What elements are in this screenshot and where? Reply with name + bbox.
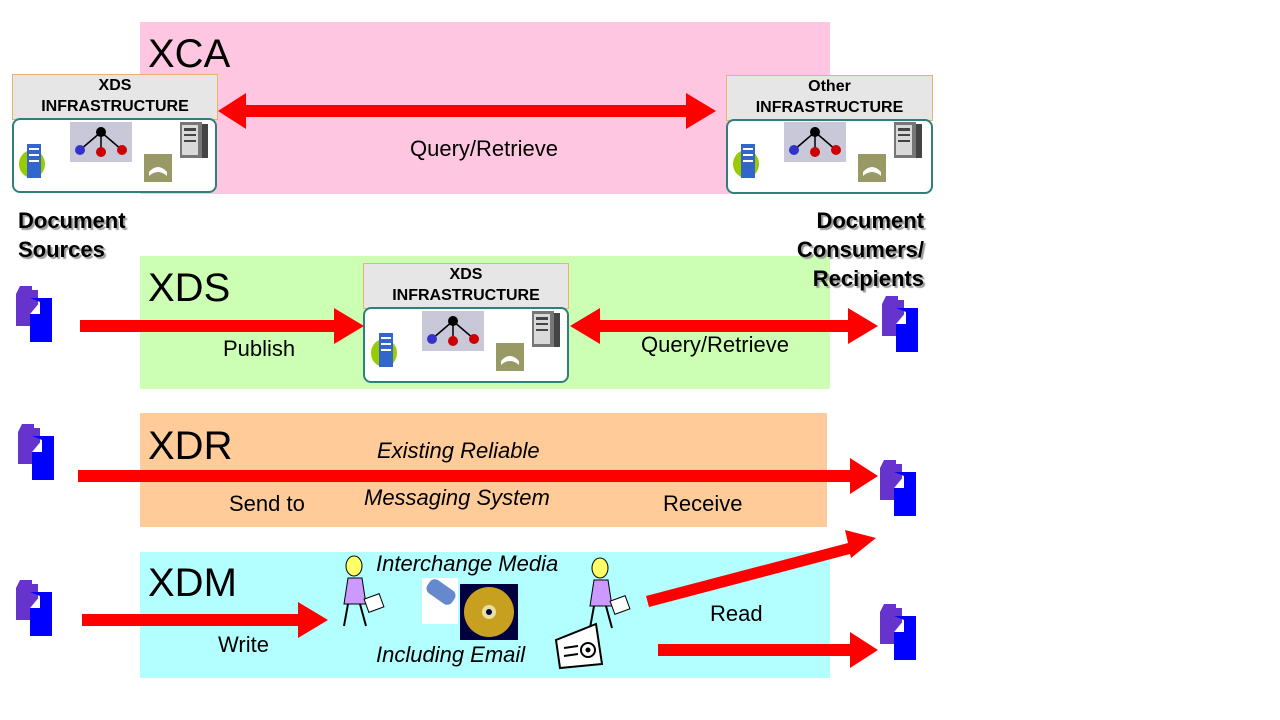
xca-left-infra-icons [19, 122, 208, 182]
xdm-title: XDM [148, 561, 237, 605]
consumers-line3: Recipients [812, 266, 924, 291]
sources-line2: Sources [18, 237, 105, 262]
xdr-receive-label: Receive [663, 491, 743, 516]
infrastructure-line2: INFRASTRUCTURE [41, 98, 189, 115]
xca-left-infrastructure: XDS INFRASTRUCTURE [12, 74, 218, 194]
email-icon [554, 622, 604, 670]
xdr-title: XDR [148, 424, 233, 468]
xdm-interchange-media-label: Interchange Media [376, 551, 559, 576]
source-document-icon [16, 286, 52, 342]
infrastructure-header: XDS INFRASTRUCTURE [12, 74, 218, 120]
xds-publish-label: Publish [223, 336, 296, 361]
source-document-icon [16, 580, 52, 636]
consumer-document-icon [880, 460, 916, 516]
infrastructure-line2: INFRASTRUCTURE [392, 287, 540, 304]
cd-disc-icon [460, 584, 518, 640]
document-consumers-heading: Document Consumers/ Recipients [786, 206, 924, 293]
document-sources-heading: Document Sources [18, 206, 126, 264]
xdm-write-label: Write [218, 632, 269, 657]
xds-title: XDS [148, 266, 231, 310]
sources-line1: Document [18, 208, 126, 233]
xdr-messaging-system-label: Messaging System [364, 485, 550, 510]
infrastructure-line1: Other [808, 78, 851, 95]
xds-query-retrieve-label: Query/Retrieve [641, 332, 789, 357]
person-reader-icon [589, 557, 631, 629]
xds-publish-arrow [80, 308, 364, 344]
xdm-read-arrow-lower [658, 632, 878, 668]
infrastructure-header: Other INFRASTRUCTURE [726, 75, 933, 121]
xdr-existing-reliable-label: Existing Reliable [377, 438, 540, 463]
xds-center-infra-icons [371, 311, 560, 371]
xca-right-infra-icons [733, 122, 922, 182]
consumers-line2: Consumers/ [796, 237, 924, 262]
xdr-send-to-label: Send to [229, 491, 305, 516]
infrastructure-line1: XDS [449, 266, 483, 283]
xdm-write-arrow [82, 602, 328, 638]
infrastructure-line2: INFRASTRUCTURE [755, 99, 904, 116]
consumers-line1: Document [816, 208, 924, 233]
person-writer-icon [343, 555, 385, 627]
xca-double-arrow [218, 93, 716, 129]
xdr-send-arrow [78, 458, 878, 494]
xdm-read-label: Read [710, 601, 763, 626]
xds-query-double-arrow [570, 308, 878, 344]
consumer-document-icon [882, 296, 918, 352]
usb-stick-icon [422, 578, 458, 624]
consumer-document-icon [880, 604, 916, 660]
infrastructure-line1: XDS [98, 77, 132, 94]
xdm-read-arrow-upper [646, 530, 876, 607]
xdm-including-email-label: Including Email [376, 642, 526, 667]
source-document-icon [18, 424, 54, 480]
xca-title: XCA [148, 32, 231, 76]
xca-query-retrieve-label: Query/Retrieve [410, 136, 558, 161]
infrastructure-header: XDS INFRASTRUCTURE [363, 263, 569, 309]
